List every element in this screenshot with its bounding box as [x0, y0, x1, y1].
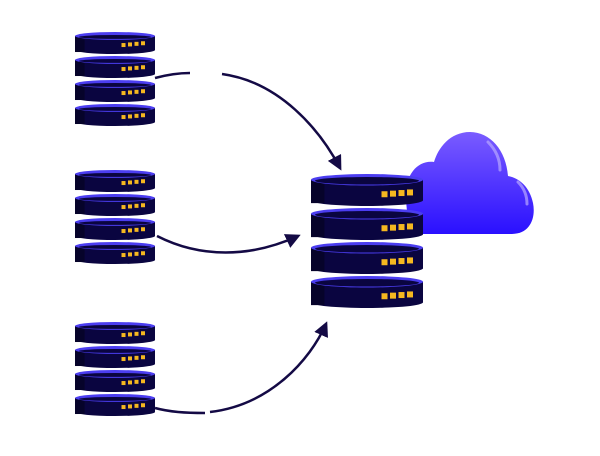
status-led [128, 404, 132, 409]
status-led [141, 89, 145, 94]
status-led [121, 381, 126, 386]
status-led [134, 179, 139, 184]
arrow-source-1-to-central [154, 71, 191, 80]
status-led [390, 258, 396, 265]
status-led [141, 179, 145, 184]
database-disk [75, 104, 155, 126]
status-led [134, 379, 139, 384]
status-led [121, 91, 126, 96]
status-led [134, 227, 139, 232]
database-disk [75, 56, 155, 78]
status-led [128, 90, 132, 95]
database-disk [311, 208, 423, 241]
database-disk [75, 218, 155, 240]
database-disk [311, 174, 423, 207]
status-led [121, 333, 126, 338]
status-led [141, 251, 145, 256]
status-led [121, 405, 126, 410]
status-led [407, 257, 413, 264]
status-led [398, 258, 405, 265]
status-led [390, 190, 396, 197]
status-led [141, 379, 145, 384]
arrow-source-3-to-central [154, 406, 206, 415]
database-disk [75, 346, 155, 368]
status-led [407, 291, 413, 298]
status-led [407, 223, 413, 230]
status-led [121, 229, 126, 234]
status-led [121, 115, 126, 120]
status-led [121, 357, 126, 362]
status-led [141, 331, 145, 336]
status-led [141, 113, 145, 118]
status-led [398, 292, 405, 299]
status-led [134, 41, 139, 46]
status-led [381, 225, 388, 232]
status-led [381, 191, 388, 198]
database-disk [75, 194, 155, 216]
status-led [128, 114, 132, 119]
status-led [128, 356, 132, 361]
status-led [128, 332, 132, 337]
status-led [128, 380, 132, 385]
database-disk [75, 80, 155, 102]
status-led [141, 227, 145, 232]
source-database-3 [75, 322, 155, 416]
status-led [121, 67, 126, 72]
central-database [311, 174, 423, 308]
status-led [128, 66, 132, 71]
status-led [121, 181, 126, 186]
database-disk [75, 370, 155, 392]
status-led [141, 403, 145, 408]
status-led [134, 403, 139, 408]
status-led [390, 224, 396, 231]
status-led [134, 113, 139, 118]
status-led [134, 331, 139, 336]
database-disk [311, 276, 423, 308]
database-disk [75, 242, 155, 264]
status-led [407, 189, 413, 196]
cloud-icon [406, 132, 534, 234]
status-led [398, 190, 405, 197]
status-led [390, 292, 396, 299]
status-led [141, 65, 145, 70]
database-disk [75, 170, 155, 192]
arrow-source-1-to-central-head [221, 72, 342, 171]
arrow-source-3-to-central-head [209, 321, 328, 414]
status-led [121, 43, 126, 48]
status-led [134, 89, 139, 94]
source-database-1 [75, 32, 155, 126]
status-led [128, 42, 132, 47]
status-led [128, 180, 132, 185]
source-database-2 [75, 170, 155, 264]
status-led [381, 259, 388, 266]
status-led [398, 224, 405, 231]
database-disk [75, 322, 155, 344]
status-led [134, 355, 139, 360]
status-led [134, 65, 139, 70]
connection-arrows [154, 71, 342, 415]
status-led [381, 293, 388, 300]
status-led [121, 205, 126, 210]
status-led [141, 355, 145, 360]
status-led [134, 251, 139, 256]
status-led [128, 204, 132, 209]
status-led [121, 253, 126, 258]
status-led [128, 252, 132, 257]
status-led [141, 41, 145, 46]
status-led [141, 203, 145, 208]
database-disk [311, 242, 423, 274]
database-disk [75, 32, 155, 54]
status-led [128, 228, 132, 233]
status-led [134, 203, 139, 208]
arrow-source-2-to-central [156, 234, 301, 254]
database-disk [75, 394, 155, 416]
